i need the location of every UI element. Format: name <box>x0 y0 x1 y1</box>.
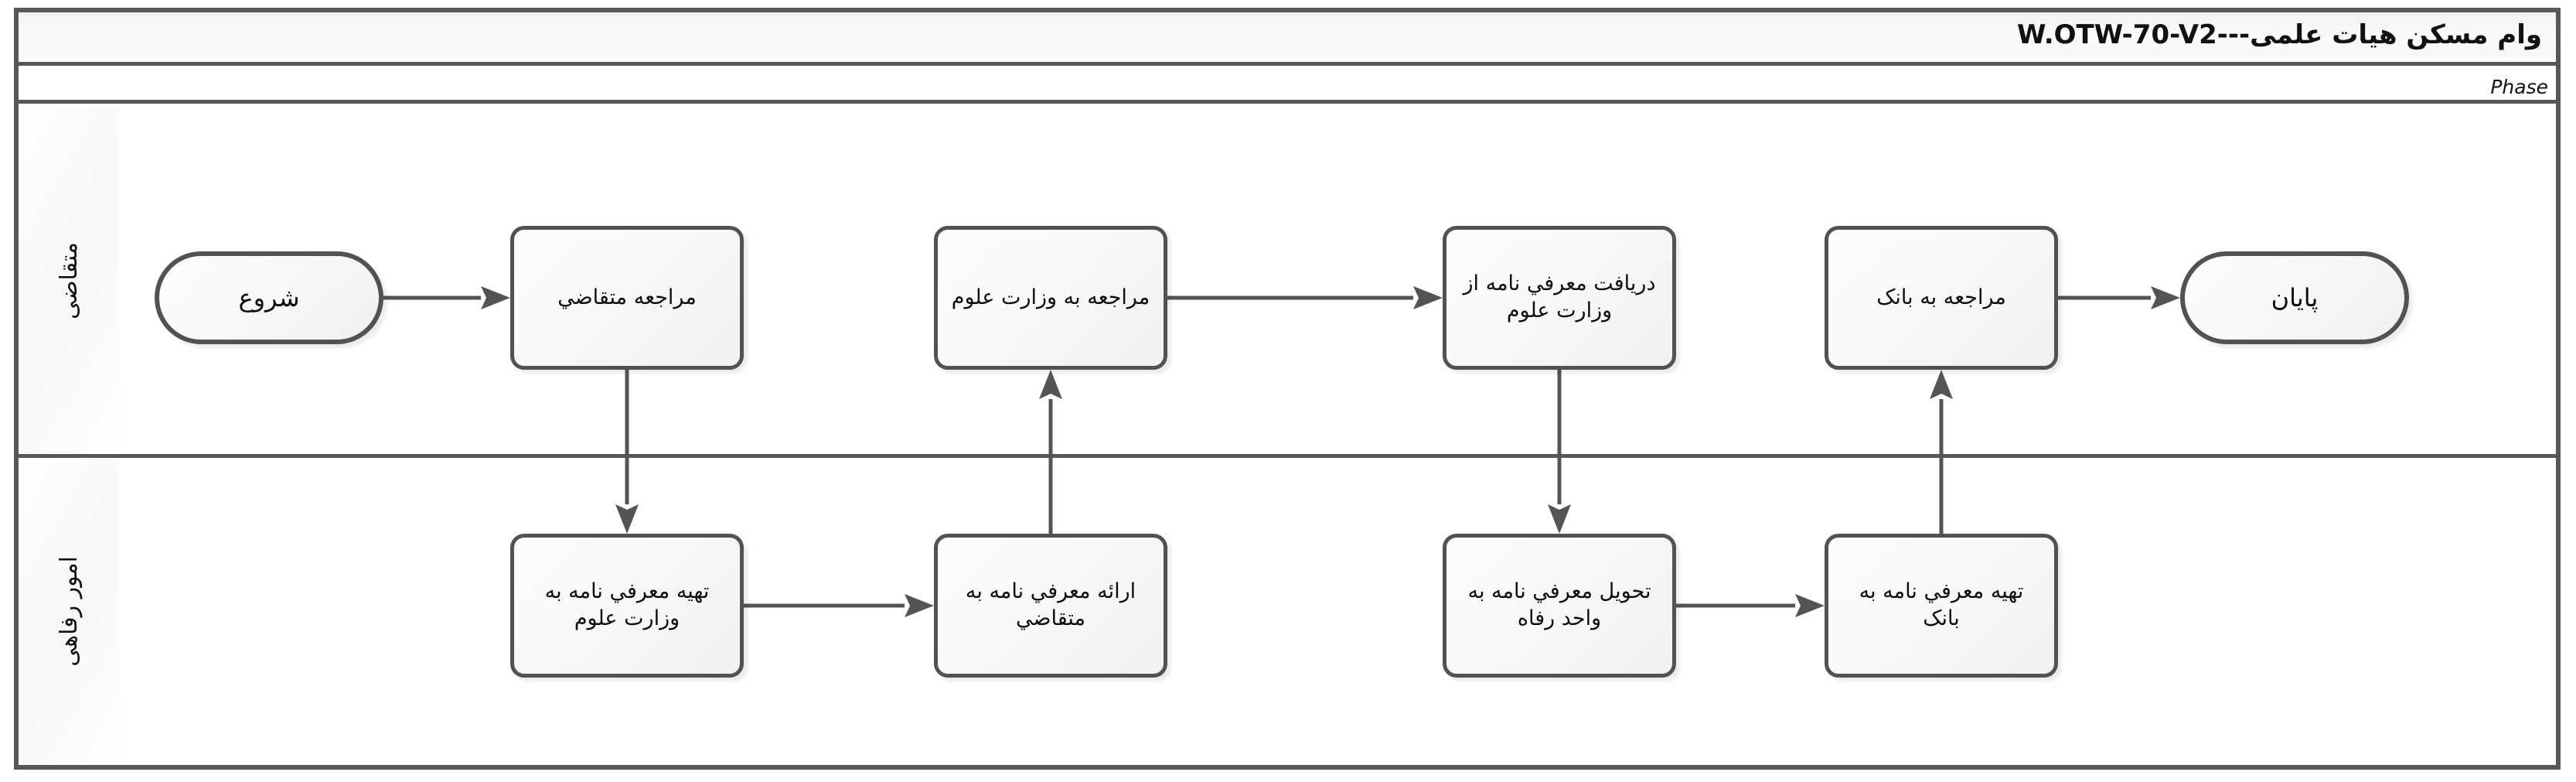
lane-header-welfare: امور رفاهی <box>19 458 119 765</box>
flow-node-label: مراجعه به وزارت علوم <box>951 285 1150 309</box>
flow-node-n3[interactable]: مراجعه به وزارت علوم <box>934 226 1167 370</box>
flow-node-label: ارائه معرفي نامه به متقاضي <box>965 579 1136 630</box>
phase-band: Phase <box>19 62 2556 104</box>
flow-node-n2[interactable]: مراجعه متقاضي <box>510 226 744 370</box>
flow-node-n8[interactable]: ارائه معرفي نامه به متقاضي <box>934 534 1167 678</box>
flow-node-n4[interactable]: دریافت معرفي نامه از وزارت علوم <box>1443 226 1676 370</box>
diagram-title-bar: وام مسکن هیات علمی---W.OTW-70-V2 <box>19 12 2556 57</box>
flow-node-label: تهیه معرفي نامه به بانک <box>1859 579 2024 630</box>
flow-node-label: پایان <box>2271 282 2319 312</box>
flow-node-label: تحویل معرفي نامه به واحد رفاه <box>1467 579 1651 630</box>
lane-header-applicant: متقاضی <box>19 108 119 458</box>
page-title: وام مسکن هیات علمی---W.OTW-70-V2 <box>2016 19 2542 50</box>
flow-node-n10[interactable]: تهیه معرفي نامه به بانک <box>1825 534 2058 678</box>
flow-node-n9[interactable]: تحویل معرفي نامه به واحد رفاه <box>1443 534 1676 678</box>
lane-header-column: متقاضی امور رفاهی <box>19 108 119 765</box>
lane-label-applicant: متقاضی <box>55 242 83 319</box>
flow-node-label: شروع <box>238 282 300 312</box>
lane-label-welfare: امور رفاهی <box>55 556 83 667</box>
flow-node-n1[interactable]: شروع <box>155 251 383 344</box>
flow-node-label: تهیه معرفي نامه به وزارت علوم <box>544 579 710 630</box>
flow-node-n6[interactable]: پایان <box>2180 251 2409 344</box>
flow-node-label: مراجعه به بانک <box>1876 285 2006 309</box>
flow-node-label: دریافت معرفي نامه از وزارت علوم <box>1463 271 1656 323</box>
lane-body-welfare <box>119 458 2556 765</box>
flow-node-n5[interactable]: مراجعه به بانک <box>1825 226 2058 370</box>
flow-node-label: مراجعه متقاضي <box>557 285 697 309</box>
phase-label: Phase <box>2490 76 2548 98</box>
flow-node-n7[interactable]: تهیه معرفي نامه به وزارت علوم <box>510 534 744 678</box>
